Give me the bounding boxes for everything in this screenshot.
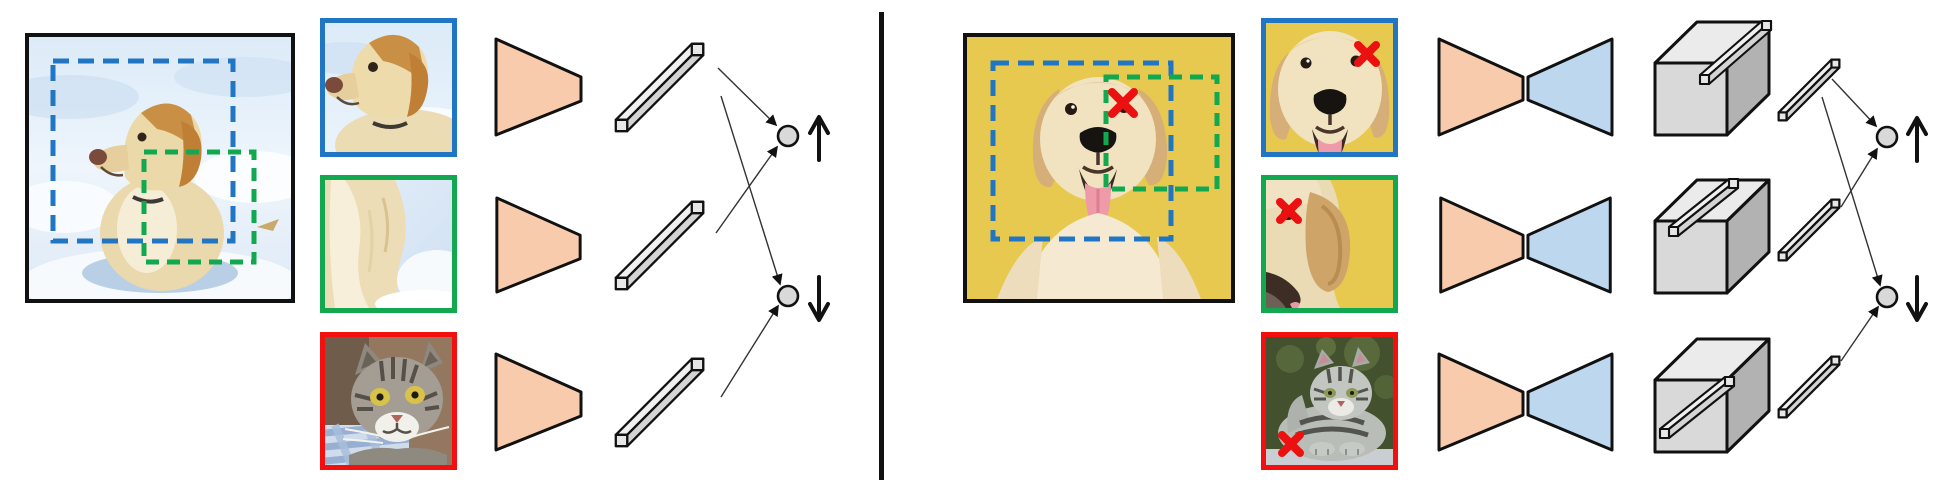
edge-t3-negative (1840, 305, 1879, 362)
encoder-half (1437, 352, 1525, 452)
minimize-arrow-icon (1906, 275, 1928, 322)
embedding-vector-2 (614, 200, 705, 291)
dog-body-illustration (325, 180, 452, 308)
encoder-decoder-2 (1439, 196, 1612, 294)
decoder-half (1526, 196, 1612, 294)
crop-box-view2-green (1103, 74, 1220, 192)
encoder-1 (494, 37, 583, 137)
crop-box-view2-green (141, 149, 257, 265)
crop-box-view1-blue (990, 60, 1174, 242)
encoder-decoder-3 (1437, 352, 1614, 452)
token-rod (1658, 427, 1671, 440)
cat-lying-illustration (1266, 337, 1393, 465)
encoder-half (1437, 37, 1525, 137)
dog-head-illustration (325, 23, 452, 152)
crop-view2-dog-ear-masked (1261, 175, 1398, 313)
edge-v1-negative (720, 95, 783, 286)
edge-v3-negative (720, 304, 779, 398)
encoder-decoder-1 (1437, 37, 1614, 137)
crop-negative-cat (320, 332, 457, 470)
token-vector-3 (1777, 355, 1841, 419)
source-image-dog-in-snow (25, 33, 295, 303)
feature-cube-1 (1653, 19, 1773, 137)
token-vector-1 (1777, 58, 1841, 122)
encoder-half (1439, 196, 1525, 294)
crop-negative-cat-masked (1261, 332, 1398, 470)
decoder-half (1526, 37, 1614, 137)
token-vector-2 (1777, 198, 1841, 262)
embedding-vector-3 (614, 357, 705, 448)
similarity-node-negative-left (776, 284, 800, 308)
crop-view1-dog-face-masked (1261, 18, 1398, 157)
encoder-3 (494, 352, 583, 452)
dog-yellow-illustration (967, 37, 1231, 299)
edge-v1-positive (717, 67, 778, 127)
decoder-half (1526, 352, 1614, 452)
similarity-node-negative-right (1875, 285, 1899, 309)
encoder-2 (495, 196, 582, 294)
mask-x-icon (1276, 198, 1302, 224)
token-rod (1698, 73, 1711, 86)
feature-cube-2 (1653, 177, 1771, 295)
mask-x-icon (1354, 41, 1380, 67)
feature-cube-3 (1653, 337, 1771, 454)
crop-box-view1-blue (50, 58, 236, 244)
similarity-node-positive-right (1875, 125, 1899, 149)
dog-in-snow-illustration (29, 37, 291, 299)
minimize-arrow-icon (808, 275, 830, 322)
embedding-vector-1 (614, 42, 705, 133)
crop-view2-dog-body (320, 175, 457, 313)
cat-illustration (325, 337, 452, 465)
dog-ear-illustration (1266, 180, 1393, 308)
source-image-dog-yellow (963, 33, 1235, 303)
maximize-arrow-icon (808, 115, 830, 162)
crop-view1-dog-head (320, 18, 457, 157)
mask-x-icon (1278, 431, 1304, 457)
maximize-arrow-icon (1906, 116, 1928, 163)
mask-x-icon (1108, 88, 1138, 118)
dog-face-illustration (1266, 23, 1393, 152)
similarity-node-positive-left (776, 124, 800, 148)
token-rod (1667, 225, 1680, 238)
edge-v2-positive (715, 145, 778, 234)
panel-divider (879, 12, 884, 480)
edge-t2-positive (1840, 147, 1878, 208)
